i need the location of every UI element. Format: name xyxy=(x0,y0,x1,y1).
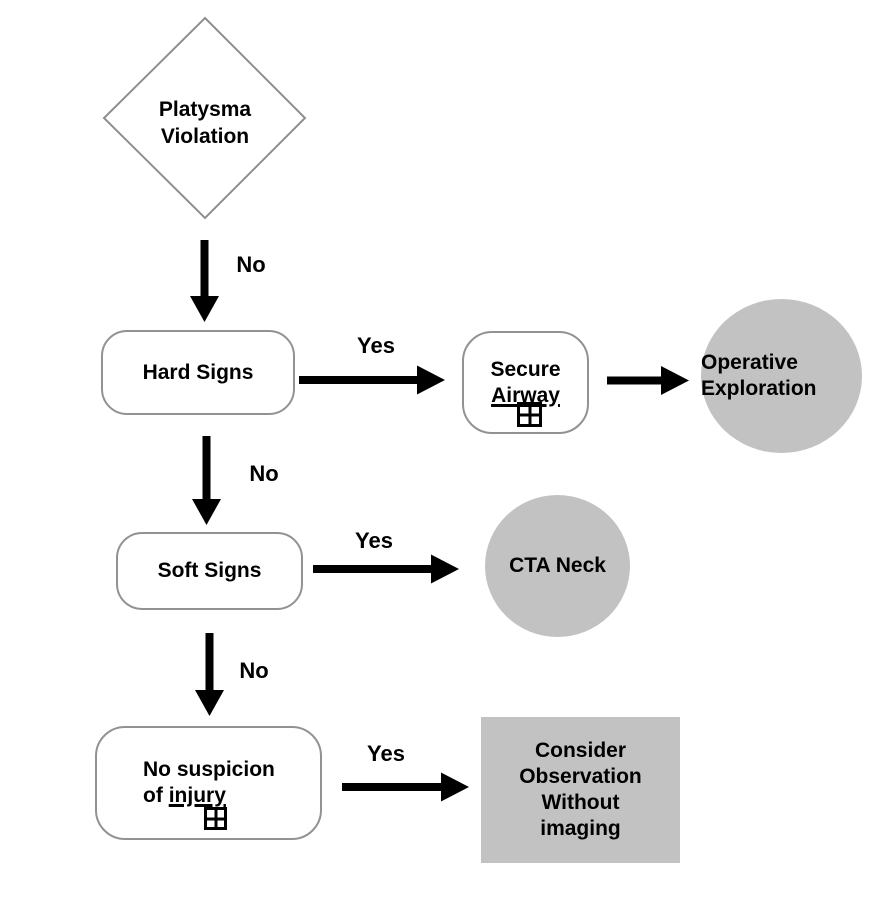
arrow-platysma-to-hard-signs xyxy=(190,240,219,322)
edge-label-yes-soft-signs: Yes xyxy=(355,528,393,553)
arrow-no-suspicion-to-observation xyxy=(342,772,469,802)
node-cta-neck-label: CTA Neck xyxy=(509,554,606,577)
node-no-suspicion-line1: No suspicion xyxy=(143,758,275,781)
arrow-secure-airway-to-operative-exploration xyxy=(607,366,689,395)
node-operative-exploration: Operative Exploration xyxy=(701,299,862,453)
edge-label-yes-hard-signs: Yes xyxy=(357,333,395,358)
node-soft-signs: Soft Signs xyxy=(116,532,303,610)
node-no-suspicion-line2-word: injury xyxy=(168,784,226,807)
arrow-soft-signs-to-cta-neck xyxy=(313,554,459,584)
edge-label-no-hard-signs: No xyxy=(249,461,279,486)
decision-diamond-shape xyxy=(102,16,307,220)
expand-plus-icon[interactable] xyxy=(204,807,227,830)
node-consider-observation-label: Consider Observation Without imaging xyxy=(519,739,642,840)
decision-node-platysma-violation: Platysma Violation xyxy=(158,98,252,148)
node-hard-signs: Hard Signs xyxy=(101,330,295,415)
edge-label-no-platysma: No xyxy=(236,252,266,277)
node-hard-signs-label: Hard Signs xyxy=(142,360,254,384)
expand-plus-icon[interactable] xyxy=(517,402,542,427)
node-soft-signs-label: Soft Signs xyxy=(157,559,262,582)
edge-label-no-soft-signs: No xyxy=(239,658,269,683)
node-consider-observation: Consider Observation Without imaging xyxy=(481,717,680,863)
node-operative-exploration-label: Operative Exploration xyxy=(701,351,817,400)
arrow-hard-signs-to-secure-airway xyxy=(299,365,445,395)
node-cta-neck: CTA Neck xyxy=(485,495,630,637)
arrow-soft-signs-to-no-suspicion xyxy=(195,633,224,716)
node-no-suspicion-line2-prefix: of xyxy=(143,784,163,807)
edge-label-yes-no-suspicion: Yes xyxy=(367,741,405,766)
node-secure-airway-line1: Secure xyxy=(490,357,561,381)
arrow-hard-signs-to-soft-signs xyxy=(192,436,221,525)
node-secure-airway: Secure Airway xyxy=(462,331,589,434)
node-secure-airway-line2: Airway xyxy=(491,383,560,407)
